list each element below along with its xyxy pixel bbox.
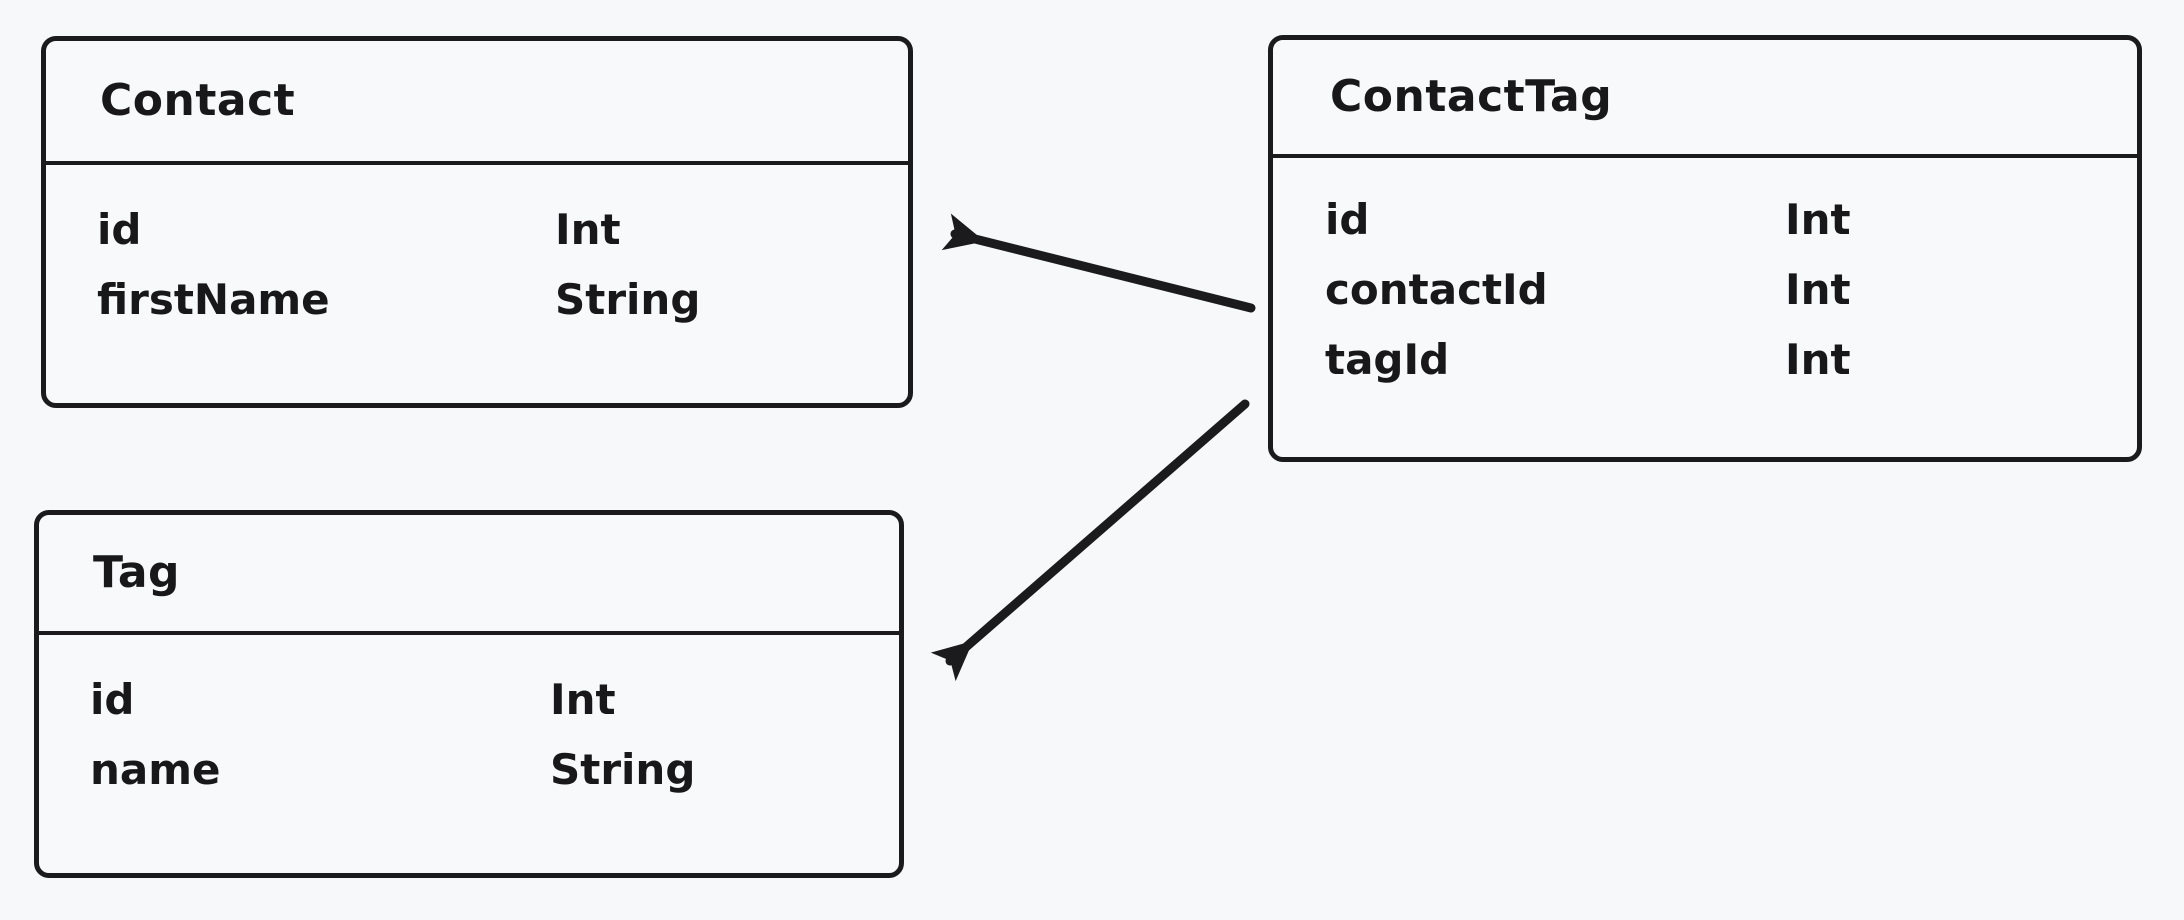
entity-contacttag-header: ContactTag <box>1273 40 2137 158</box>
relationship-contacttag-contact <box>941 213 1256 313</box>
entity-contact-fields: id Int firstName String <box>46 165 908 343</box>
field-name: firstName <box>97 275 330 324</box>
field-type: String <box>550 745 696 794</box>
field-name: id <box>97 205 142 254</box>
field-name: id <box>90 675 135 724</box>
field-type: Int <box>550 675 616 724</box>
field-type: Int <box>1785 335 1851 384</box>
field-type: Int <box>555 205 621 254</box>
entity-contact[interactable]: Contact id Int firstName String <box>41 36 913 408</box>
field-row: contactId Int <box>1273 263 2137 333</box>
relationship-contacttag-tag <box>930 399 1250 682</box>
entity-tag-header: Tag <box>39 515 899 635</box>
entity-contacttag[interactable]: ContactTag id Int contactId Int tagId In… <box>1268 35 2142 462</box>
entity-contact-title: Contact <box>100 75 296 126</box>
field-name: contactId <box>1325 265 1548 314</box>
field-name: name <box>90 745 221 794</box>
field-row: id Int <box>46 203 908 273</box>
field-name: tagId <box>1325 335 1450 384</box>
field-row: firstName String <box>46 273 908 343</box>
entity-tag-fields: id Int name String <box>39 635 899 813</box>
field-name: id <box>1325 195 1370 244</box>
field-type: String <box>555 275 701 324</box>
field-row: id Int <box>1273 193 2137 263</box>
field-type: Int <box>1785 265 1851 314</box>
entity-tag-title: Tag <box>93 547 181 598</box>
field-row: tagId Int <box>1273 333 2137 403</box>
field-row: id Int <box>39 673 899 743</box>
entity-contacttag-title: ContactTag <box>1330 71 1613 122</box>
entity-tag[interactable]: Tag id Int name String <box>34 510 904 878</box>
entity-contacttag-fields: id Int contactId Int tagId Int <box>1273 158 2137 403</box>
entity-contact-header: Contact <box>46 41 908 165</box>
field-type: Int <box>1785 195 1851 244</box>
field-row: name String <box>39 743 899 813</box>
